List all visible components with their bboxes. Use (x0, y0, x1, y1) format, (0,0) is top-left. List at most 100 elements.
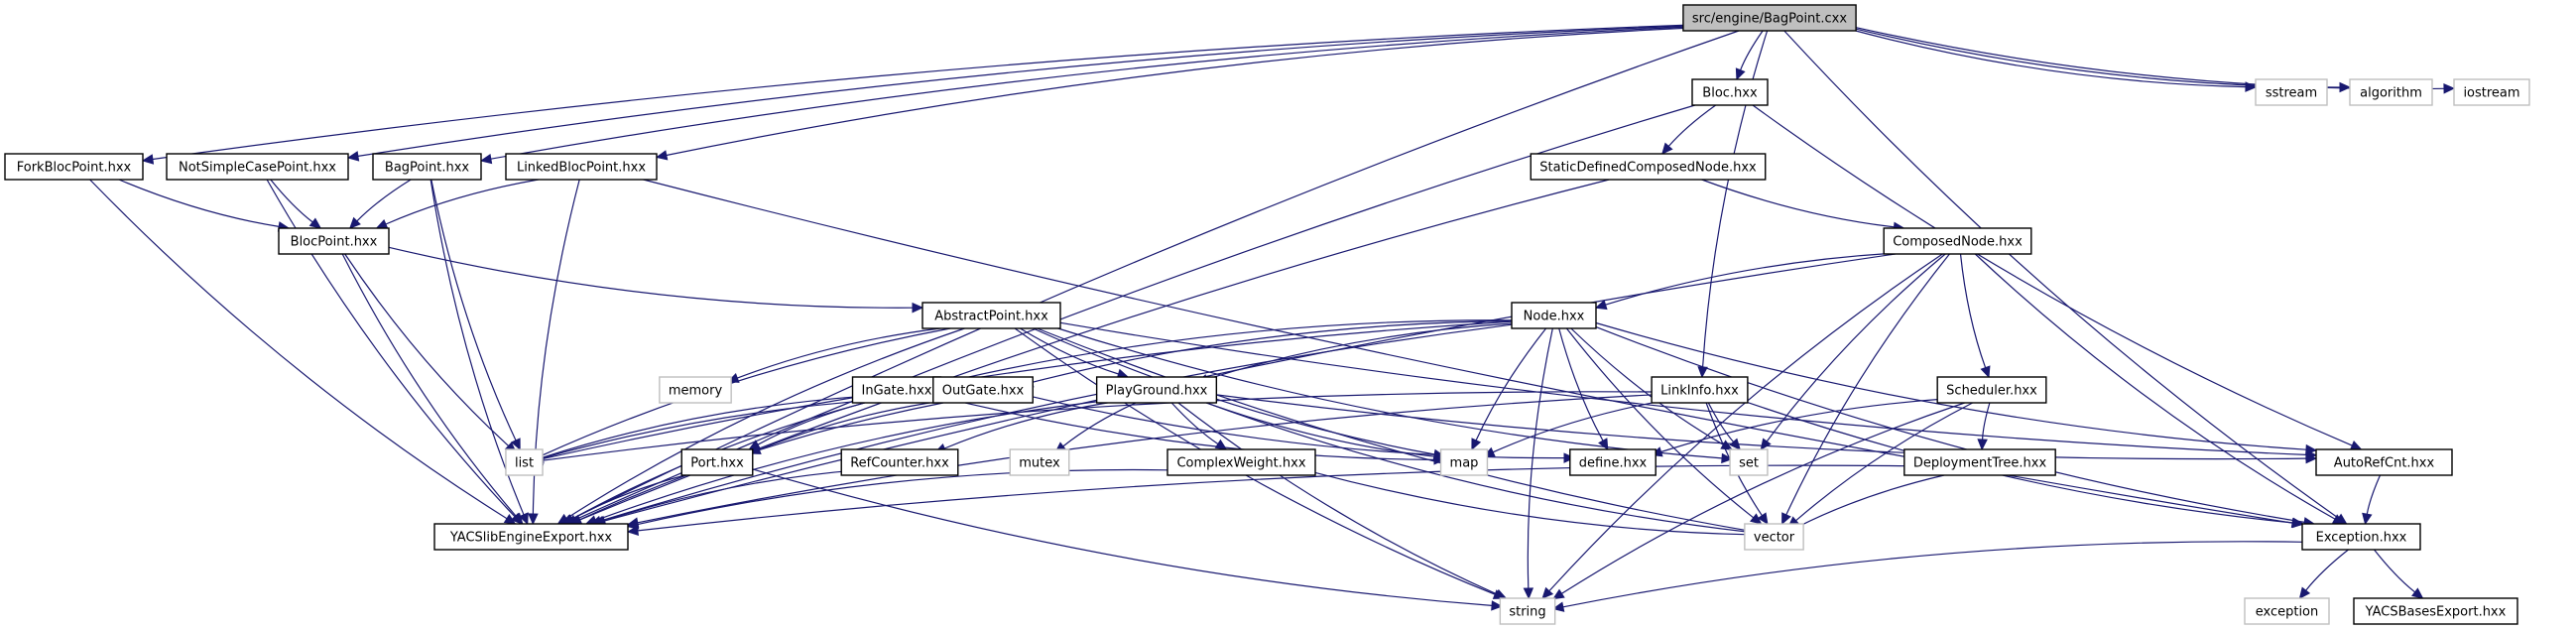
node-node[interactable]: Node.hxx (1511, 302, 1597, 329)
edge-line (1032, 319, 1513, 383)
node-linkinfo[interactable]: LinkInfo.hxx (1651, 376, 1749, 404)
node-define[interactable]: define.hxx (1569, 448, 1656, 476)
edge-line (759, 400, 944, 450)
edge-line (1565, 327, 1755, 519)
node-box (1744, 523, 1804, 551)
node-playground[interactable]: PlayGround.hxx (1095, 376, 1218, 404)
node-map: map (1439, 448, 1489, 476)
edge-bloc-to-staticdcn (1661, 104, 1717, 155)
node-outgate[interactable]: OutGate.hxx (932, 376, 1034, 404)
edges-layer (89, 24, 2456, 612)
node-yacsbases[interactable]: YACSBasesExport.hxx (2353, 597, 2518, 625)
edge-playground-to-autorefcnt (1196, 391, 2318, 464)
node-bagpoint[interactable]: BagPoint.hxx (372, 153, 482, 181)
node-staticdcn[interactable]: StaticDefinedComposedNode.hxx (1530, 153, 1767, 181)
node-yacsexport[interactable]: YACSlibEngineExport.hxx (433, 523, 629, 551)
edge-bagpoint-to-list (430, 179, 521, 451)
node-fork[interactable]: ForkBlocPoint.hxx (4, 153, 144, 181)
node-root[interactable]: src/engine/BagPoint.cxx (1682, 4, 1857, 32)
arrowhead-icon (2349, 440, 2363, 450)
edge-line (1849, 28, 2247, 88)
arrowhead-icon (1750, 513, 1763, 525)
arrowhead-icon (1541, 586, 1554, 599)
edge-line (1667, 104, 1717, 147)
arrowhead-icon (1523, 587, 1534, 600)
edge-line (1982, 402, 1991, 441)
edge-line (341, 253, 517, 517)
node-label: memory (669, 384, 723, 399)
edge-line (737, 327, 940, 379)
edge-line (1014, 327, 1496, 595)
node-ingate[interactable]: InGate.hxx (851, 376, 942, 404)
edge-line (1033, 327, 1435, 455)
arrowhead-icon (1721, 452, 1734, 464)
node-label: string (1509, 605, 1545, 620)
edge-composed-to-vector (1781, 253, 1950, 526)
node-label: YACSlibEngineExport.hxx (449, 531, 613, 546)
node-deploytree[interactable]: DeploymentTree.hxx (1903, 448, 2056, 476)
edge-line (1062, 402, 1137, 447)
arrowhead-icon (1551, 601, 1565, 612)
edge-line (565, 327, 965, 520)
arrowhead-icon (2291, 517, 2305, 529)
node-box (680, 448, 754, 476)
edge-linkedbloc-to-blocpoint (375, 179, 539, 229)
node-box (2255, 78, 2328, 106)
edge-line (357, 25, 1690, 157)
edge-outgate-to-define (1022, 394, 1576, 463)
node-scheduler[interactable]: Scheduler.hxx (1936, 376, 2047, 404)
node-linkedbloc[interactable]: LinkedBlocPoint.hxx (505, 153, 658, 181)
node-composed[interactable]: ComposedNode.hxx (1883, 227, 2032, 255)
edge-root-to-linkedbloc (655, 27, 1690, 161)
edge-line (1562, 541, 2303, 608)
node-vector: vector (1744, 523, 1804, 551)
node-label: NotSimpleCasePoint.hxx (179, 161, 336, 176)
edge-staticdcn-to-composed (1701, 179, 1905, 233)
node-label: AutoRefCnt.hxx (2334, 456, 2435, 471)
edge-line (1475, 327, 1547, 441)
node-bloc[interactable]: Bloc.hxx (1691, 78, 1769, 106)
edge-line (937, 319, 1513, 385)
edge-line (1170, 402, 1219, 444)
edge-abstract-to-map (1033, 327, 1446, 460)
node-blocpoint[interactable]: BlocPoint.hxx (278, 227, 390, 255)
node-string: string (1499, 597, 1556, 625)
arrowhead-icon (1598, 438, 1609, 451)
node-box (1166, 448, 1316, 476)
arrowhead-icon (1757, 512, 1769, 526)
edge-blocpoint-to-yacsexport (341, 253, 524, 525)
node-exception_hxx[interactable]: Exception.hxx (2301, 523, 2421, 551)
edge-line (385, 179, 539, 225)
node-label: define.hxx (1579, 456, 1648, 471)
node-box (1691, 78, 1769, 106)
edge-line (1206, 322, 1513, 380)
edge-exception_hxx-to-string (1551, 541, 2303, 612)
node-box (921, 302, 1061, 329)
node-label: mutex (1019, 456, 1060, 471)
edge-line (637, 464, 1909, 532)
edge-autorefcnt-to-exception_hxx (2362, 474, 2382, 526)
node-label: OutGate.hxx (942, 384, 1025, 399)
node-complexweight[interactable]: ComplexWeight.hxx (1166, 448, 1316, 476)
edge-line (118, 179, 280, 227)
node-autorefcnt[interactable]: AutoRefCnt.hxx (2315, 448, 2453, 476)
edge-line (666, 27, 1690, 157)
edge-line (570, 30, 1740, 521)
node-list: list (505, 448, 544, 476)
node-box (2301, 523, 2421, 551)
edge-line (1785, 253, 1950, 516)
node-notsimple[interactable]: NotSimpleCasePoint.hxx (166, 153, 349, 181)
node-box (2244, 597, 2330, 625)
edge-line (542, 320, 1513, 460)
node-label: ForkBlocPoint.hxx (17, 161, 132, 176)
edge-line (270, 179, 313, 223)
node-abstract[interactable]: AbstractPoint.hxx (921, 302, 1061, 329)
edge-composed-to-scheduler (1959, 253, 1991, 379)
node-refcounter[interactable]: RefCounter.hxx (840, 448, 959, 476)
arrowhead-icon (479, 153, 493, 165)
node-port[interactable]: Port.hxx (680, 448, 754, 476)
edge-port-to-string (749, 467, 1504, 611)
edge-deploytree-to-yacsexport (626, 464, 1909, 537)
node-box (1499, 597, 1556, 625)
edge-linkinfo-to-set (1707, 402, 1742, 450)
